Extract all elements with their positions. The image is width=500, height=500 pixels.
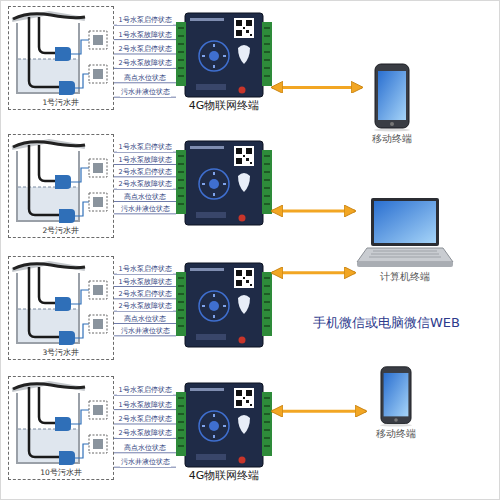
signal-wire bbox=[114, 97, 176, 98]
sewage-well-illustration bbox=[12, 263, 107, 345]
signal-wire bbox=[114, 335, 176, 336]
signal-wire bbox=[114, 395, 176, 396]
signal-wire bbox=[114, 189, 176, 190]
caption-note: 手机微信或电脑微信WEB bbox=[313, 314, 460, 332]
double-arrow bbox=[272, 210, 355, 213]
signal-label: 高点水位状态 bbox=[123, 75, 167, 82]
signal-label: 1号水泵故障状态 bbox=[117, 157, 172, 164]
signal-wire bbox=[114, 201, 176, 202]
signal-label: 1号水泵启停状态 bbox=[117, 17, 172, 24]
signal-wire bbox=[114, 68, 176, 69]
signal-wire bbox=[114, 274, 176, 275]
signal-wire bbox=[114, 452, 176, 453]
signal-wire bbox=[114, 323, 176, 324]
signal-label: 2号水泵启停状态 bbox=[117, 46, 172, 53]
signal-wire bbox=[114, 286, 176, 287]
well-label: 10号污水井 bbox=[9, 467, 113, 477]
signal-wire bbox=[114, 298, 176, 299]
signal-label: 污水井液位状态 bbox=[120, 328, 171, 335]
signal-wire bbox=[114, 311, 176, 312]
signal-label: 2号水泵故障状态 bbox=[117, 60, 172, 67]
phone-illustration bbox=[380, 367, 412, 427]
well-label: 2号污水井 bbox=[9, 225, 113, 235]
sewage-well-box: 2号污水井 bbox=[8, 134, 114, 238]
signal-label: 1号水泵启停状态 bbox=[117, 266, 172, 273]
signal-wire bbox=[114, 164, 176, 165]
signal-wire bbox=[114, 39, 176, 40]
signal-wire bbox=[114, 25, 176, 26]
signal-wire bbox=[114, 438, 176, 439]
iot-terminal: 4G物联网终端 bbox=[176, 12, 272, 113]
sewage-well-illustration bbox=[12, 13, 107, 95]
signal-wire bbox=[114, 152, 176, 153]
signal-label: 2号水泵启停状态 bbox=[117, 291, 172, 298]
sewage-well-box: 10号污水井 bbox=[8, 376, 114, 480]
iot-terminal bbox=[176, 262, 272, 348]
sewage-well-illustration bbox=[12, 141, 107, 223]
double-arrow bbox=[272, 410, 366, 413]
iot-terminal bbox=[176, 140, 272, 226]
mobile-terminal: 移动终端 bbox=[366, 365, 426, 441]
signal-wire bbox=[114, 467, 176, 468]
signal-wire bbox=[114, 53, 176, 54]
signal-wire bbox=[114, 409, 176, 410]
signal-label: 2号水泵故障状态 bbox=[117, 303, 172, 310]
well-label: 3号污水井 bbox=[9, 347, 113, 357]
signal-wire bbox=[114, 82, 176, 83]
terminal-label: 移动终端 bbox=[366, 427, 426, 441]
signal-label: 高点水位状态 bbox=[123, 445, 167, 452]
signal-label: 1号水泵故障状态 bbox=[117, 279, 172, 286]
signal-label: 2号水泵启停状态 bbox=[117, 169, 172, 176]
well-label: 1号污水井 bbox=[9, 97, 113, 107]
iot-terminal: 4G物联网终端 bbox=[176, 382, 272, 483]
phone-illustration bbox=[374, 64, 410, 132]
iot-terminal-illustration bbox=[176, 13, 272, 97]
signal-label: 高点水位状态 bbox=[123, 194, 167, 201]
signal-label: 1号水泵启停状态 bbox=[117, 144, 172, 151]
iot-terminal-illustration bbox=[176, 383, 272, 467]
signal-wire bbox=[114, 213, 176, 214]
sewage-well-box: 1号污水井 bbox=[8, 6, 114, 110]
signal-label: 2号水泵启停状态 bbox=[117, 416, 172, 423]
signal-label: 污水井液位状态 bbox=[120, 89, 171, 96]
iot-terminal-illustration bbox=[176, 141, 272, 225]
signal-wire bbox=[114, 423, 176, 424]
iot-terminal-illustration bbox=[176, 263, 272, 347]
signal-label: 污水井液位状态 bbox=[120, 206, 171, 213]
sewage-well-box: 3号污水井 bbox=[8, 256, 114, 360]
signal-label: 1号水泵故障状态 bbox=[117, 32, 172, 39]
terminal-label: 4G物联网终端 bbox=[176, 468, 272, 483]
signal-label: 1号水泵故障状态 bbox=[117, 402, 172, 409]
signal-label: 2号水泵故障状态 bbox=[117, 181, 172, 188]
signal-label: 2号水泵故障状态 bbox=[117, 430, 172, 437]
signal-label: 高点水位状态 bbox=[123, 316, 167, 323]
terminal-label: 移动终端 bbox=[362, 132, 422, 146]
laptop-illustration bbox=[357, 198, 453, 267]
terminal-label: 计算机终端 bbox=[355, 270, 455, 284]
computer-terminal: 计算机终端 bbox=[355, 196, 455, 284]
sewage-well-illustration bbox=[12, 383, 107, 465]
mobile-terminal: 移动终端 bbox=[362, 62, 422, 146]
signal-wire bbox=[114, 176, 176, 177]
double-arrow bbox=[272, 86, 362, 89]
double-arrow bbox=[272, 271, 355, 274]
signal-label: 1号水泵启停状态 bbox=[117, 387, 172, 394]
signal-label: 污水井液位状态 bbox=[120, 459, 171, 466]
terminal-label: 4G物联网终端 bbox=[176, 98, 272, 113]
